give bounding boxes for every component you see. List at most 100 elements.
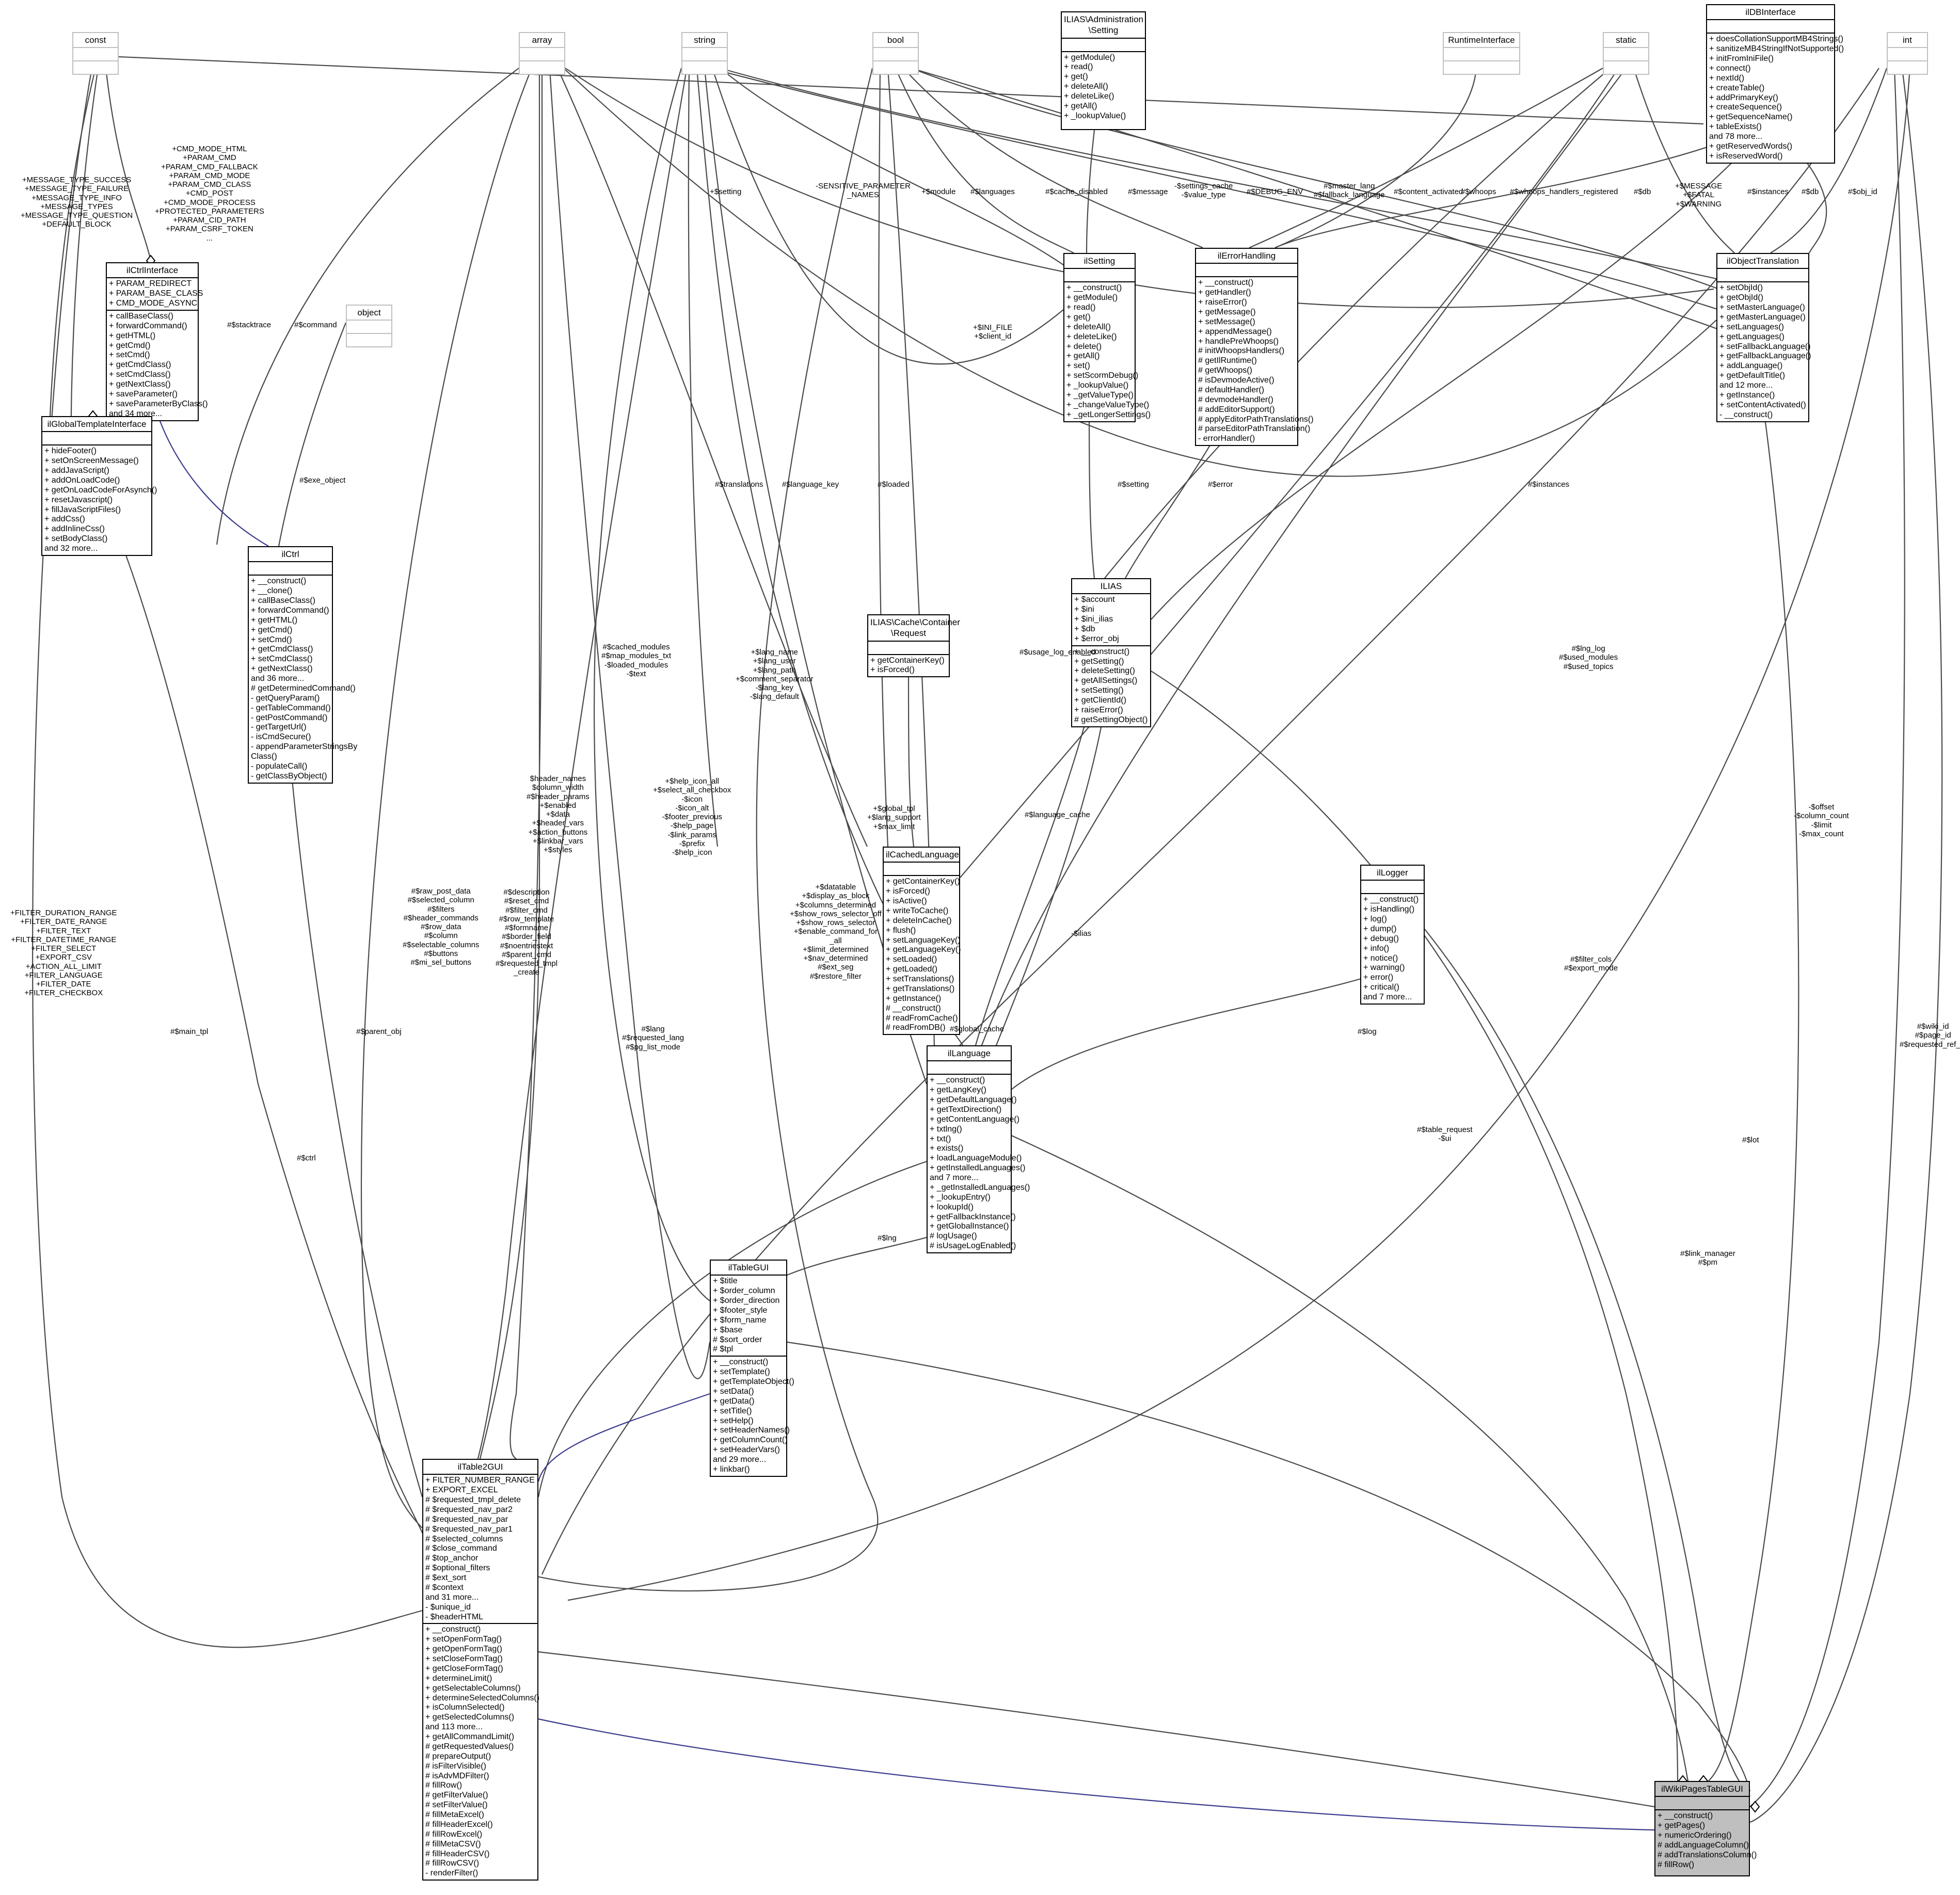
class-attributes [1717,269,1808,283]
class-box-iltable2gui[interactable]: ilTable2GUI+ FILTER_NUMBER_RANGE+ EXPORT… [422,1459,539,1881]
class-operation: + getCloseFormTag() [425,1664,503,1673]
class-box-string[interactable]: string [681,32,728,75]
edge-label-l-ctrl: #$ctrl [297,1154,316,1163]
class-attributes: + $title+ $order_column+ $order_directio… [711,1276,786,1357]
class-attribute: # $sort_order [713,1335,762,1344]
edge-label-l-lot: #$lot [1742,1136,1759,1144]
class-operation: + getLangKey() [930,1086,986,1095]
edge-label-l-usage-log-enabled: #$usage_log_enabled [1019,648,1096,657]
class-box-ilerrorhandling[interactable]: ilErrorHandling+ __construct()+ getHandl… [1195,248,1314,447]
class-operation: + isColumnSelected() [425,1703,505,1712]
edge-label-l-cache-disabled: #$cache_disabled [1045,187,1108,196]
edge-label-l-debug-env: #$DEBUG_ENV [1247,187,1303,196]
edge-label-l-lang: #$lang #$requested_lang #$pg_list_mode [622,1025,684,1052]
class-operation: # applyEditorPathTranslations() [1198,415,1314,424]
class-box-ilctrl[interactable]: ilCtrl+ __construct()+ __clone()+ callBa… [248,546,357,784]
class-attributes [873,48,918,62]
edge-label-l-log: #$log [1358,1027,1377,1036]
edge-label-l-db-2: #$db [1802,187,1819,196]
class-operation: + debug() [1363,934,1399,943]
class-name: string [682,33,727,49]
class-box-array[interactable]: array [519,32,565,75]
class-box-runtimeinterface[interactable]: RuntimeInterface [1443,32,1520,75]
class-operation: + __construct() [251,577,307,586]
edge-label-l-header-names: $header_names $column_width #$header_par… [527,774,589,854]
class-attributes [42,432,151,446]
class-operation: + forwardCommand() [251,606,329,615]
class-box-iltablegui[interactable]: ilTableGUI+ $title+ $order_column+ $orde… [710,1260,794,1477]
class-operation: + numericOrdering() [1658,1831,1732,1840]
edge-label-l-obj-id: #$obj_id [1848,187,1877,196]
class-operation: + warning() [1363,963,1405,973]
class-attributes [1444,48,1519,62]
class-operation: + set() [1066,361,1090,371]
class-box-iliascachecontainerrequest[interactable]: ILIAS\Cache\Container\Request+ getContai… [867,614,960,678]
class-operation: + setLoaded() [886,955,937,964]
class-operation: + deleteSetting() [1074,666,1135,676]
class-operation: + getReservedWords() [1709,141,1793,151]
class-operations: + __construct()+ setTemplate()+ getTempl… [711,1357,794,1476]
class-attribute: # $requested_nav_par1 [425,1524,513,1534]
class-operation: + setCmd() [109,351,150,360]
class-operation: + getLanguages() [1719,332,1784,341]
class-operation: # isDevmodeActive() [1198,376,1274,385]
class-box-ilias[interactable]: ILIAS+ $account+ $ini+ $ini_ilias+ $db+ … [1071,578,1151,727]
edge-label-l-master-lang: #$master_lang #$fallback_language [1314,182,1385,200]
edge-label-l-link-manager: #$link_manager #$pm [1680,1249,1735,1267]
edge-label-l-whoops: #$whoops [1461,187,1496,196]
class-operations: + hideFooter()+ setOnScreenMessage()+ ad… [42,445,157,555]
class-box-ilcachedlanguage[interactable]: ilCachedLanguage+ getContainerKey()+ isF… [883,847,961,1036]
class-box-ildbinterface[interactable]: ilDBInterface + doesCollationSupportMB4St… [1706,4,1844,164]
edge-label-l-error: #$error [1208,480,1233,489]
class-operation: # isFilterVisible() [425,1761,486,1771]
class-box-static[interactable]: static [1603,32,1649,75]
class-operation: + setTranslations() [886,975,954,983]
class-box-ilsetting[interactable]: ilSetting+ __construct()+ getModule()+ r… [1063,253,1151,422]
class-box-object[interactable]: object [346,305,392,348]
class-box-bool[interactable]: bool [872,32,919,75]
class-operation: + doesCollationSupportMB4Strings() [1709,35,1844,44]
class-attributes [928,1061,1011,1075]
class-box-ilwikipagestablegui[interactable]: ilWikiPagesTableGUI+ __construct()+ getP… [1654,1781,1757,1876]
class-attribute: # $ext_sort [425,1573,467,1582]
class-box-ilobjecttranslation[interactable]: ilObjectTranslation+ setObjId()+ getObjI… [1716,253,1811,422]
class-box-illanguage[interactable]: ilLanguage+ __construct()+ getLangKey()+… [927,1045,1030,1253]
class-operation: + getSequenceName() [1709,113,1793,122]
class-box-illogger[interactable]: ilLogger+ __construct()+ isHandling()+ l… [1360,865,1425,1005]
class-name: ILIAS [1072,579,1150,595]
class-operation: + getLoaded() [886,965,938,974]
edge-label-l-parent-obj: #$parent_obj [356,1027,402,1036]
class-box-ilctrlinterface[interactable]: ilCtrlInterface+ PARAM_REDIRECT+ PARAM_B… [106,262,208,421]
class-attributes [884,863,959,877]
class-operation: + setTitle() [713,1406,752,1415]
class-operation: + getTemplateObject() [713,1377,794,1386]
class-operation: + _lookupValue() [1064,111,1126,120]
class-operation: + setTemplate() [713,1367,770,1377]
edge-label-l-global-tpl: +$global_tpl +$lang_support +$max_limit [867,804,921,831]
class-operation: # fillMetaExcel() [425,1810,484,1819]
edge-label-l-whoops-handlers: #$whoops_handlers_registered [1510,187,1618,196]
class-name: ILIAS\Administration\Setting [1062,12,1145,39]
class-operation: + __construct() [930,1076,985,1085]
class-operation: + writeToCache() [886,906,949,915]
class-operation: + read() [1064,62,1093,72]
class-box-int[interactable]: int [1887,32,1928,75]
class-attribute: # $context [425,1583,464,1592]
class-attributes [682,48,727,62]
class-operation: + setCmd() [251,635,292,644]
class-attribute: - $unique_id [425,1602,471,1612]
class-attributes [1064,269,1135,283]
class-name: ilCtrlInterface [107,263,198,279]
class-operation: + connect() [1709,63,1751,73]
class-operations [347,334,391,346]
class-operation: + getOnLoadCodeForAsynch() [44,485,157,495]
class-operation: + saveParameterByClass() [109,399,208,408]
class-attributes [249,562,332,576]
class-name: ilDBInterface [1707,5,1834,21]
edge-label-l-module: +$module [921,187,956,196]
class-box-ilias-administration-setting[interactable]: ILIAS\Administration\Setting+ getModule(… [1061,11,1146,130]
class-box-const[interactable]: const [72,32,119,75]
class-box-ilglobaltemplateinterface[interactable]: ilGlobalTemplateInterface+ hideFooter()+… [41,416,157,556]
